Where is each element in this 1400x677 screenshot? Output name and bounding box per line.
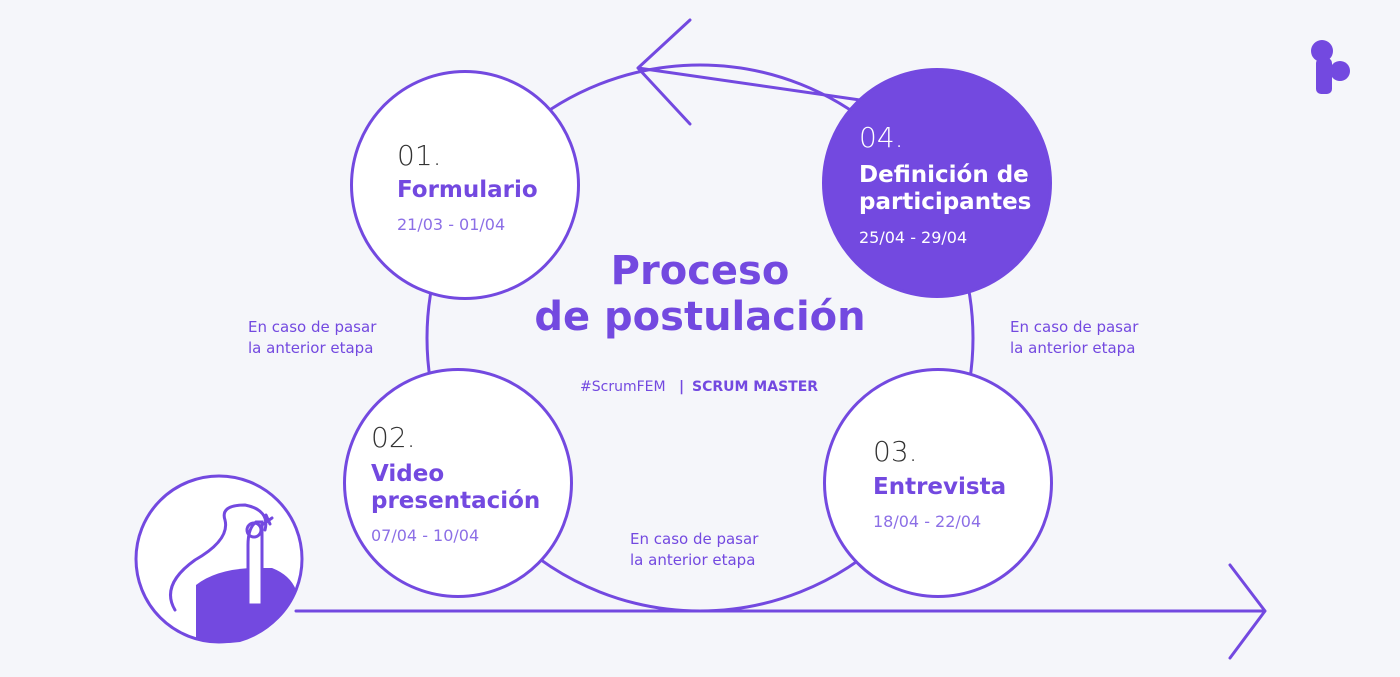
page-title: Proceso de postulación bbox=[500, 248, 900, 340]
transition-note-bottom: En caso de pasar la anterior etapa bbox=[630, 529, 758, 571]
hashtag-label: #ScrumFEM bbox=[580, 379, 666, 395]
step-date: 25/04 - 29/04 bbox=[859, 228, 967, 247]
step-entrevista: 03. Entrevista 18/04 - 22/04 bbox=[823, 368, 1053, 598]
transition-note-left: En caso de pasar la anterior etapa bbox=[248, 317, 376, 359]
step-number: 02. bbox=[371, 421, 416, 454]
brand-logo-icon bbox=[1311, 40, 1350, 94]
role-label: SCRUM MASTER bbox=[692, 379, 818, 395]
step-video-presentacion: 02. Video presentación 07/04 - 10/04 bbox=[343, 368, 573, 598]
step-title: Entrevista bbox=[873, 474, 1006, 501]
step-number: 01. bbox=[397, 139, 442, 172]
step-number: 03. bbox=[873, 435, 918, 468]
step-date: 21/03 - 01/04 bbox=[397, 215, 505, 234]
step-title: Definición de participantes bbox=[859, 162, 1031, 216]
return-arrow-icon bbox=[638, 20, 860, 124]
step-number: 04. bbox=[859, 121, 904, 154]
person-illustration-icon bbox=[136, 476, 302, 643]
tag-separator: | bbox=[679, 379, 684, 395]
step-date: 07/04 - 10/04 bbox=[371, 526, 479, 545]
transition-note-right: En caso de pasar la anterior etapa bbox=[1010, 317, 1138, 359]
step-date: 18/04 - 22/04 bbox=[873, 512, 981, 531]
step-title: Video presentación bbox=[371, 461, 540, 515]
step-title: Formulario bbox=[397, 177, 538, 204]
